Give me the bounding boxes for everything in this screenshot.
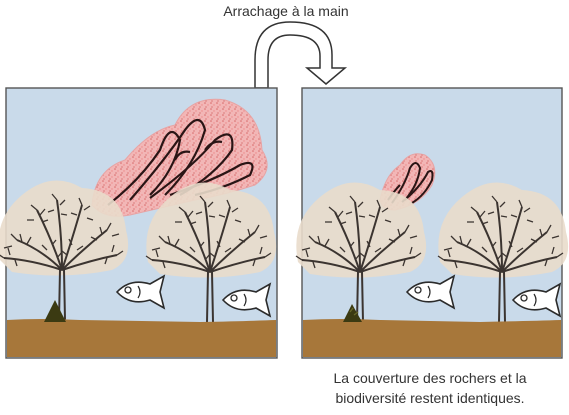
panel-before bbox=[0, 88, 277, 358]
result-caption: La couverture des rochers et la biodiver… bbox=[292, 368, 568, 408]
caption-line-1: La couverture des rochers et la bbox=[292, 368, 568, 388]
curved-arrow-icon bbox=[255, 22, 345, 88]
caption-line-2: biodiversité restent identiques. bbox=[292, 388, 568, 408]
panel-after bbox=[296, 88, 568, 358]
